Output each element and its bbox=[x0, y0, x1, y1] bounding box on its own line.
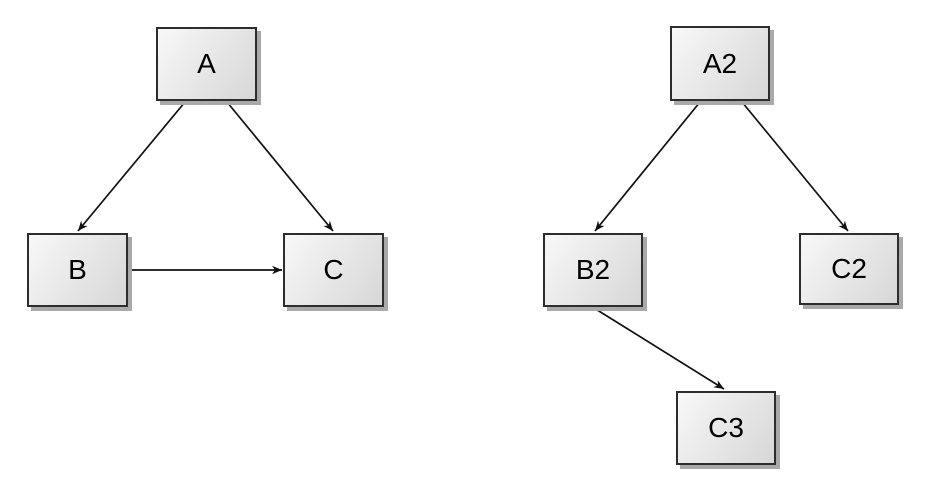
node-A: A bbox=[156, 27, 257, 101]
edge-A2-B2 bbox=[594, 101, 701, 232]
edge-A-C bbox=[226, 101, 334, 232]
node-label: A2 bbox=[702, 47, 738, 79]
node-B2: B2 bbox=[543, 233, 643, 307]
node-C3: C3 bbox=[676, 391, 776, 465]
node-label: B bbox=[68, 254, 87, 285]
edge-B2-C3 bbox=[593, 307, 725, 390]
node-B: B bbox=[27, 233, 128, 307]
node-C: C bbox=[283, 233, 384, 307]
node-label: C3 bbox=[708, 412, 744, 443]
node-label: A bbox=[197, 48, 216, 79]
node-label: B2 bbox=[575, 254, 611, 285]
node-label: C2 bbox=[831, 253, 867, 284]
node-C2: C2 bbox=[799, 233, 899, 305]
node-label: C bbox=[323, 254, 344, 285]
edge-A2-C2 bbox=[741, 101, 849, 232]
edge-A-B bbox=[77, 101, 186, 232]
node-A2: A2 bbox=[670, 26, 770, 101]
